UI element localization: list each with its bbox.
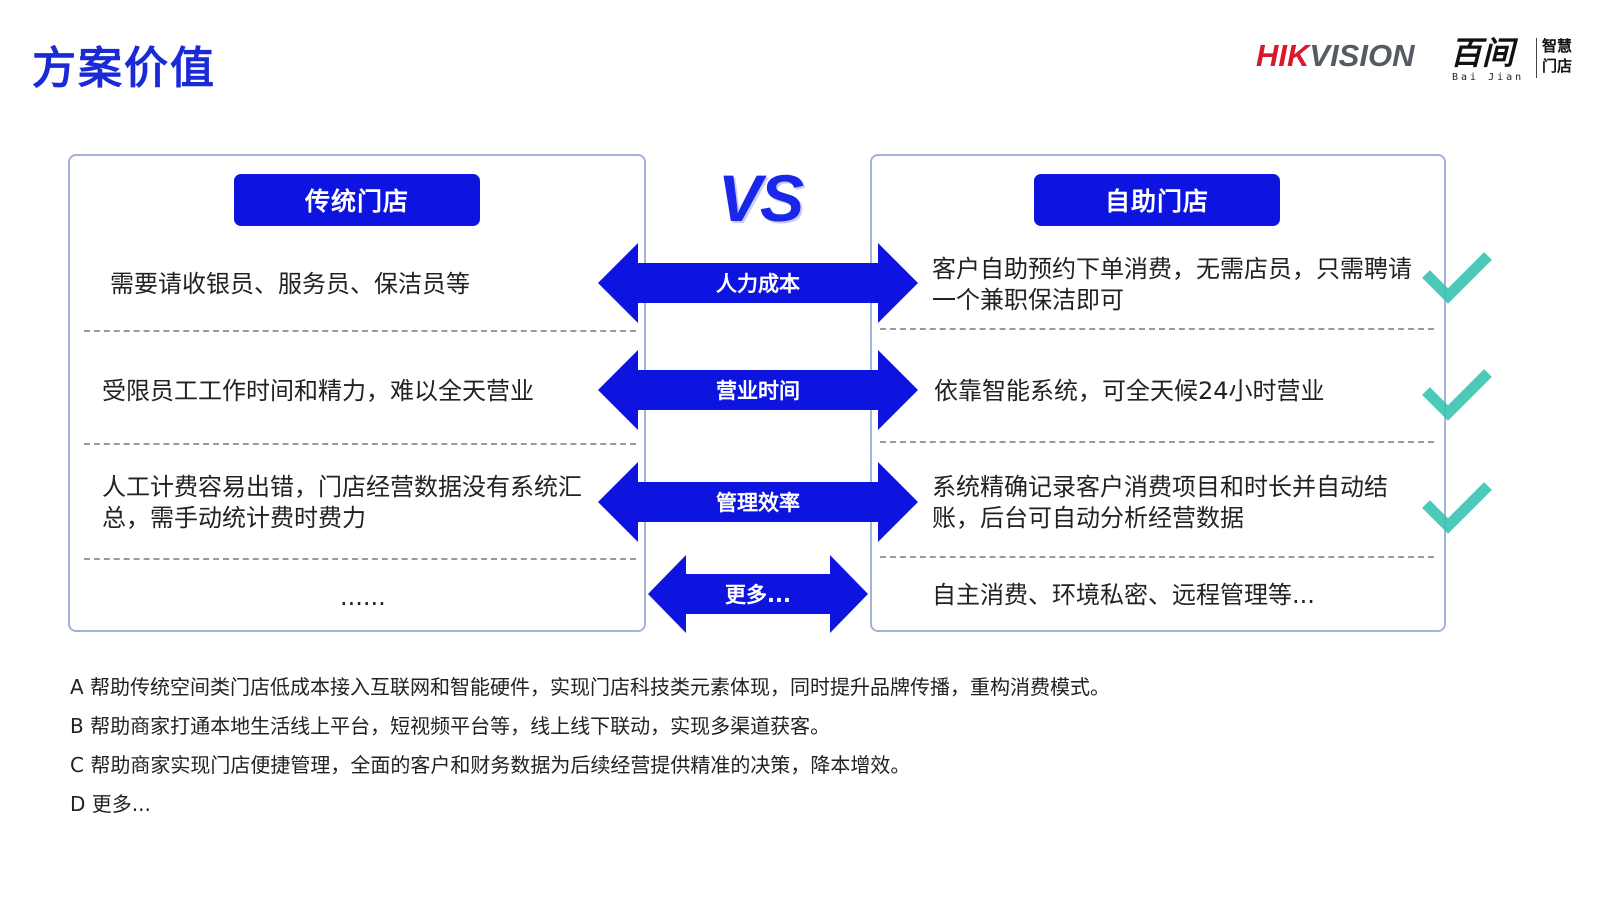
arrow-label-hours: 营业时间 xyxy=(716,379,800,403)
self-service-cell-management: 系统精确记录客户消费项目和时长并自动结账，后台可自动分析经营数据 xyxy=(932,473,1388,532)
note-item: C 帮助商家实现门店便捷管理，全面的客户和财务数据为后续经营提供精准的决策，降本… xyxy=(70,753,911,777)
baijian-logo-mark: 百间 xyxy=(1450,34,1515,72)
traditional-cell-management: 人工计费容易出错，门店经营数据没有系统汇总，需手动统计费时费力 xyxy=(102,473,582,532)
self-service-store-header: 自助门店 xyxy=(1034,174,1280,226)
self-service-cell-labor: 客户自助预约下单消费，无需店员，只需聘请一个兼职保洁即可 xyxy=(932,255,1412,314)
check-icon xyxy=(1422,482,1492,534)
note-item: D 更多... xyxy=(70,792,151,816)
arrow-label-management: 管理效率 xyxy=(716,491,800,515)
note-item: A 帮助传统空间类门店低成本接入互联网和智能硬件，实现门店科技类元素体现，同时提… xyxy=(70,675,1111,699)
traditional-store-panel xyxy=(68,154,646,632)
hikvision-logo: HIKVISION xyxy=(1256,38,1415,73)
check-icon xyxy=(1422,252,1492,304)
traditional-cell-labor: 需要请收银员、服务员、保洁员等 xyxy=(110,270,470,298)
row-divider xyxy=(880,328,1434,330)
baijian-logo: 百间 Bai Jian 智慧门店 xyxy=(1450,34,1572,86)
row-divider xyxy=(84,558,636,560)
logo-divider xyxy=(1536,38,1537,78)
double-arrow-hours xyxy=(598,350,918,430)
row-divider xyxy=(880,556,1434,558)
baijian-logo-sub: Bai Jian xyxy=(1452,72,1525,83)
check-icon xyxy=(1422,369,1492,421)
self-service-store-panel xyxy=(870,154,1446,632)
double-arrow-management xyxy=(598,462,918,542)
row-divider xyxy=(84,330,636,332)
traditional-cell-more: ...... xyxy=(340,583,386,611)
double-arrow-more xyxy=(648,555,868,633)
vs-label: VS xyxy=(718,161,804,235)
row-divider xyxy=(880,441,1434,443)
arrow-label-labor: 人力成本 xyxy=(716,272,800,296)
double-arrow-labor xyxy=(598,243,918,323)
traditional-cell-hours: 受限员工工作时间和精力，难以全天营业 xyxy=(102,377,534,405)
self-service-cell-hours: 依靠智能系统，可全天候24小时营业 xyxy=(934,377,1325,405)
arrow-label-more: 更多... xyxy=(725,583,791,607)
baijian-logo-tag: 智慧门店 xyxy=(1542,37,1573,75)
row-divider xyxy=(84,443,636,445)
self-service-cell-more: 自主消费、环境私密、远程管理等... xyxy=(932,581,1315,609)
page-title: 方案价值 xyxy=(32,43,216,94)
note-item: B 帮助商家打通本地生活线上平台，短视频平台等，线上线下联动，实现多渠道获客。 xyxy=(70,714,831,738)
notes-list: A 帮助传统空间类门店低成本接入互联网和智能硬件，实现门店科技类元素体现，同时提… xyxy=(70,668,1110,824)
traditional-store-header: 传统门店 xyxy=(234,174,480,226)
